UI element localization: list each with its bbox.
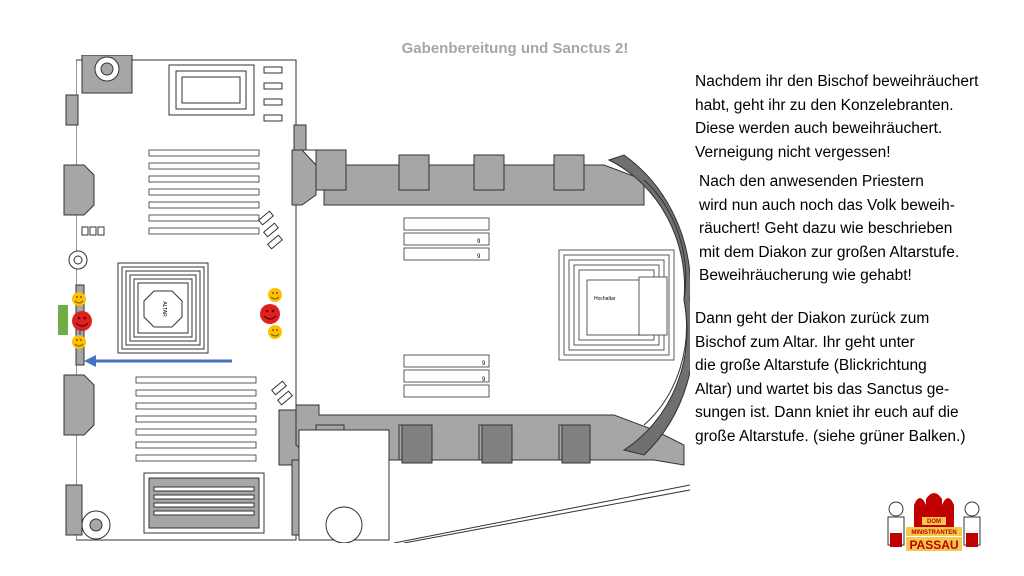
lower-pews (135, 376, 257, 462)
nave-outline (75, 59, 297, 541)
text-line: große Altarstufe. (siehe grüner Balken.) (695, 427, 966, 445)
paragraph-incense-people: Nach den anwesenden Priestern wird nun a… (699, 170, 959, 288)
logo-line3: PASSAU (909, 538, 958, 552)
apse (607, 154, 690, 456)
smiley-red-right (260, 304, 280, 324)
dom-ministranten-passau-logo: DOM MINISTRANTEN PASSAU (887, 493, 981, 552)
text-line: räuchert! Geht dazu wie beschrieben (699, 220, 953, 237)
text-line: Beweihräucherung wie gehabt! (699, 267, 912, 284)
stall-label-2: 9 (477, 254, 481, 260)
paragraph-incense-bishop: Nachdem ihr den Bischof beweihräuchert h… (695, 70, 978, 164)
smiley-red-left (72, 311, 92, 331)
text-line: mit dem Diakon zur großen Altarstufe. (699, 243, 960, 261)
left-pillars (63, 94, 95, 536)
text-line: Nach den anwesenden Priestern (699, 173, 924, 190)
logo-line2: MINISTRANTEN (911, 530, 956, 536)
top-left-tower (81, 55, 133, 94)
text-line: habt, geht ihr zu den Konzelebranten. (695, 96, 954, 114)
direction-arrow-head (84, 355, 96, 367)
baptismal-font (68, 250, 88, 270)
high-altar (558, 249, 675, 361)
chapel-blocks (401, 424, 591, 464)
stall-label-1: 9 (477, 239, 481, 245)
smiley-yellow-right-top (268, 288, 282, 302)
stall-label-4: 9 (482, 377, 486, 383)
smiley-yellow-left-top (72, 292, 86, 306)
text-line: sungen ist. Dann kniet ihr euch auf die (695, 404, 959, 421)
text-line: wird nun auch noch das Volk beweih- (699, 196, 955, 214)
text-line: Verneigung nicht vergessen! (695, 143, 891, 161)
choir-stalls (403, 217, 490, 398)
smiley-yellow-left-bottom (72, 335, 86, 349)
text-line: Dann geht der Diakon zurück zum (695, 310, 930, 327)
green-bar (58, 305, 68, 335)
smiley-yellow-right-bottom (268, 325, 282, 339)
central-crossing (117, 262, 209, 354)
cathedral-floor-plan: ALTAR (54, 55, 690, 543)
text-line: Altar) und wartet bis das Sanctus ge- (695, 380, 950, 398)
side-benches (81, 210, 293, 406)
upper-pews (148, 149, 260, 235)
altar-label: Hochaltar (594, 296, 616, 302)
text-line: Diese werden auch beweihräuchert. (695, 120, 943, 137)
text-line: Bischof zum Altar. Ihr geht unter (695, 333, 915, 351)
logo-line1: DOM (927, 519, 941, 525)
altar-server-figures-icon (887, 501, 981, 547)
bottom-entrance (143, 472, 265, 534)
slide-title: Gabenbereitung und Sanctus 2! (401, 40, 629, 57)
text-line: Nachdem ihr den Bischof beweihräuchert (695, 73, 979, 90)
center-label: ALTAR (161, 301, 167, 317)
top-right-benches (263, 66, 283, 122)
stall-label-3: 9 (482, 361, 486, 367)
top-entrance (168, 64, 255, 116)
bottom-left-tower (81, 510, 111, 540)
exterior-lines (298, 429, 690, 543)
paragraph-sanctus: Dann geht der Diakon zurück zum Bischof … (695, 307, 966, 448)
text-line: die große Altarstufe (Blickrichtung (695, 357, 927, 374)
